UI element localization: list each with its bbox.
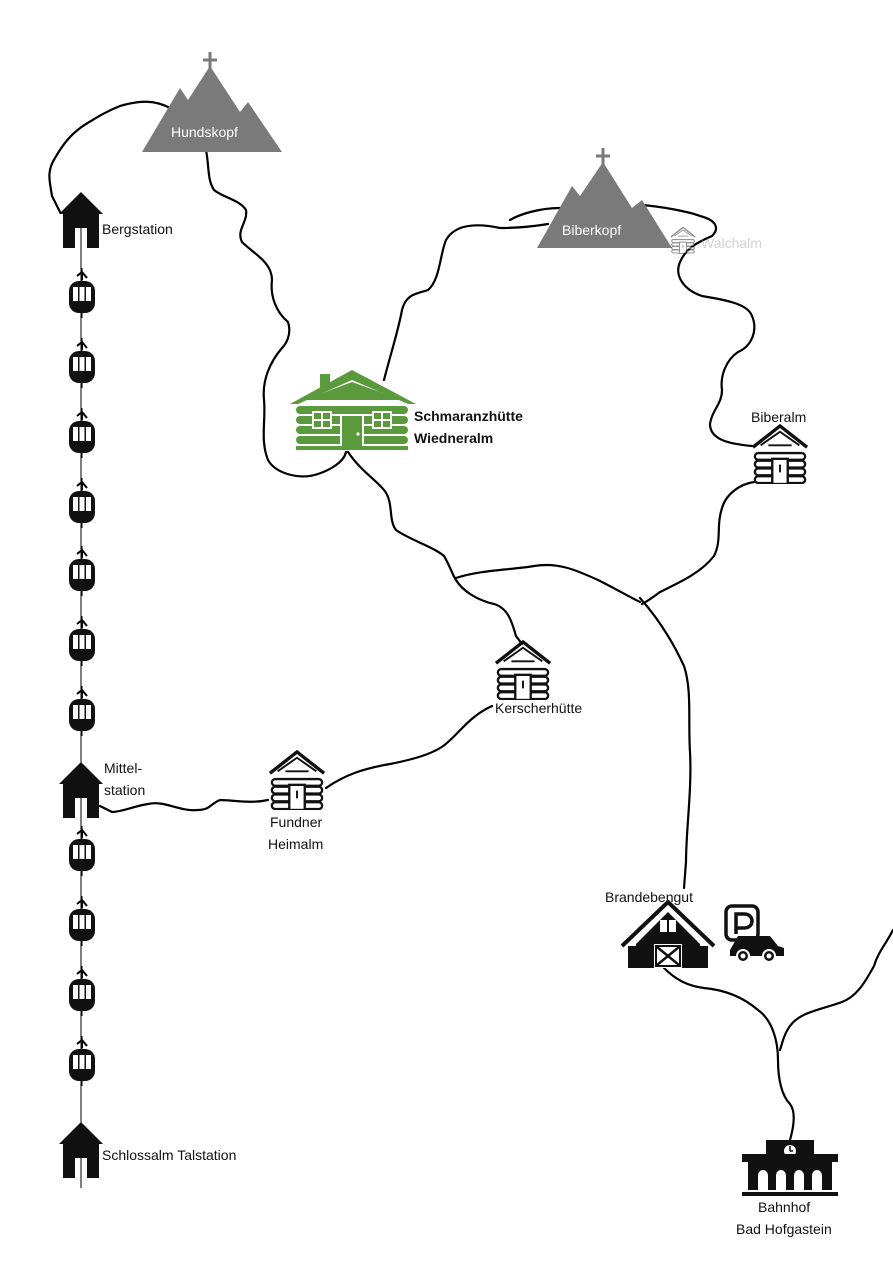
- cable-car-gondola-icon: [68, 408, 96, 458]
- cable-car-gondola-icon: [68, 1036, 96, 1086]
- hut-label: Wiedneralm: [414, 430, 493, 446]
- trail-east-edge: [778, 928, 893, 1052]
- cable-car-gondola-icon: [68, 896, 96, 946]
- cable-car-line: [59, 192, 103, 1188]
- cable-car-gondola-icon: [68, 616, 96, 666]
- trails: [48, 100, 893, 1142]
- log-cabin-icon: [494, 640, 552, 700]
- hut-label: Biberalm: [751, 409, 806, 425]
- cable-car-gondola-icon: [68, 826, 96, 876]
- peak-biberkopf[interactable]: Biberkopf: [537, 148, 672, 248]
- log-cabin-icon: [751, 424, 809, 484]
- car-icon: [730, 936, 784, 963]
- hut-fundner[interactable]: Fundner Heimalm: [268, 750, 326, 852]
- hut-label: Heimalm: [268, 836, 323, 852]
- trail-junction-brandeben: [638, 596, 692, 890]
- cable-car-gondola-icon: [68, 268, 96, 318]
- log-cabin-icon: [670, 226, 696, 254]
- hut-label: Walchalm: [701, 235, 762, 251]
- log-cabin-icon: [268, 750, 326, 810]
- station-label: Bahnhof: [758, 1199, 810, 1215]
- trail-kerscher-fundner: [324, 704, 494, 790]
- trail-hundskopf-schmaranz: [202, 140, 348, 478]
- trail-biberalm-down: [640, 480, 756, 606]
- station-label: Bad Hofgastein: [736, 1221, 832, 1237]
- barn-icon: [620, 899, 716, 968]
- label-talstation: Schlossalm Talstation: [102, 1147, 236, 1163]
- label-mittelstation-2: station: [104, 782, 145, 798]
- cable-car-gondola-icon: [68, 546, 96, 596]
- parking-icon: [724, 904, 760, 942]
- peak-icon: [142, 52, 282, 152]
- hut-label: Kerscherhütte: [495, 700, 582, 716]
- peak-hundskopf[interactable]: Hundskopf: [142, 52, 282, 152]
- train-station-bad-hofgastein[interactable]: Bahnhof Bad Hofgastein: [736, 1140, 838, 1237]
- log-cabin-icon: [290, 370, 416, 450]
- peak-label: Hundskopf: [171, 124, 238, 140]
- peak-icon: [537, 148, 672, 248]
- cable-car-gondola-icon: [68, 966, 96, 1016]
- hut-walchalm[interactable]: Walchalm: [670, 226, 762, 254]
- trail-schmaranz-biberkopf: [382, 222, 550, 382]
- hut-biberalm[interactable]: Biberalm: [751, 409, 809, 484]
- cable-car-gondola-icon: [68, 686, 96, 736]
- trail-junction-east: [454, 563, 642, 604]
- label-bergstation: Bergstation: [102, 221, 173, 237]
- label-mittelstation-1: Mittel-: [104, 760, 142, 776]
- hut-schmaranz[interactable]: Schmaranzhütte Wiedneralm: [290, 370, 523, 450]
- cable-car-gondola-icon: [68, 338, 96, 388]
- farm-label: Brandebengut: [605, 889, 693, 905]
- hut-label: Fundner: [270, 814, 322, 830]
- trail-schmaranz-junction: [346, 450, 524, 646]
- trail-biberkopf-loop: [508, 203, 756, 448]
- hut-kerscherhuette[interactable]: Kerscherhütte: [494, 640, 582, 716]
- trail-hundskopf-loop: [48, 100, 172, 214]
- cable-car-gondola-icon: [68, 478, 96, 528]
- train-station-icon: [742, 1140, 838, 1196]
- trail-brandeben-bahnhof: [662, 966, 795, 1142]
- trail-fundner-mittelstation: [98, 798, 270, 814]
- hut-label: Schmaranzhütte: [414, 408, 523, 424]
- peak-label: Biberkopf: [562, 222, 621, 238]
- farm-brandebengut[interactable]: Brandebengut: [605, 889, 784, 968]
